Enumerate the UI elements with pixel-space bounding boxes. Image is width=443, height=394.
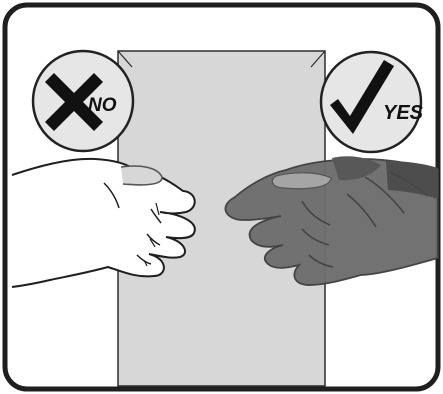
yes-label: YES — [383, 102, 424, 124]
no-badge: NO — [33, 51, 133, 151]
yes-badge: YES — [321, 52, 424, 152]
no-label: NO — [88, 95, 117, 116]
